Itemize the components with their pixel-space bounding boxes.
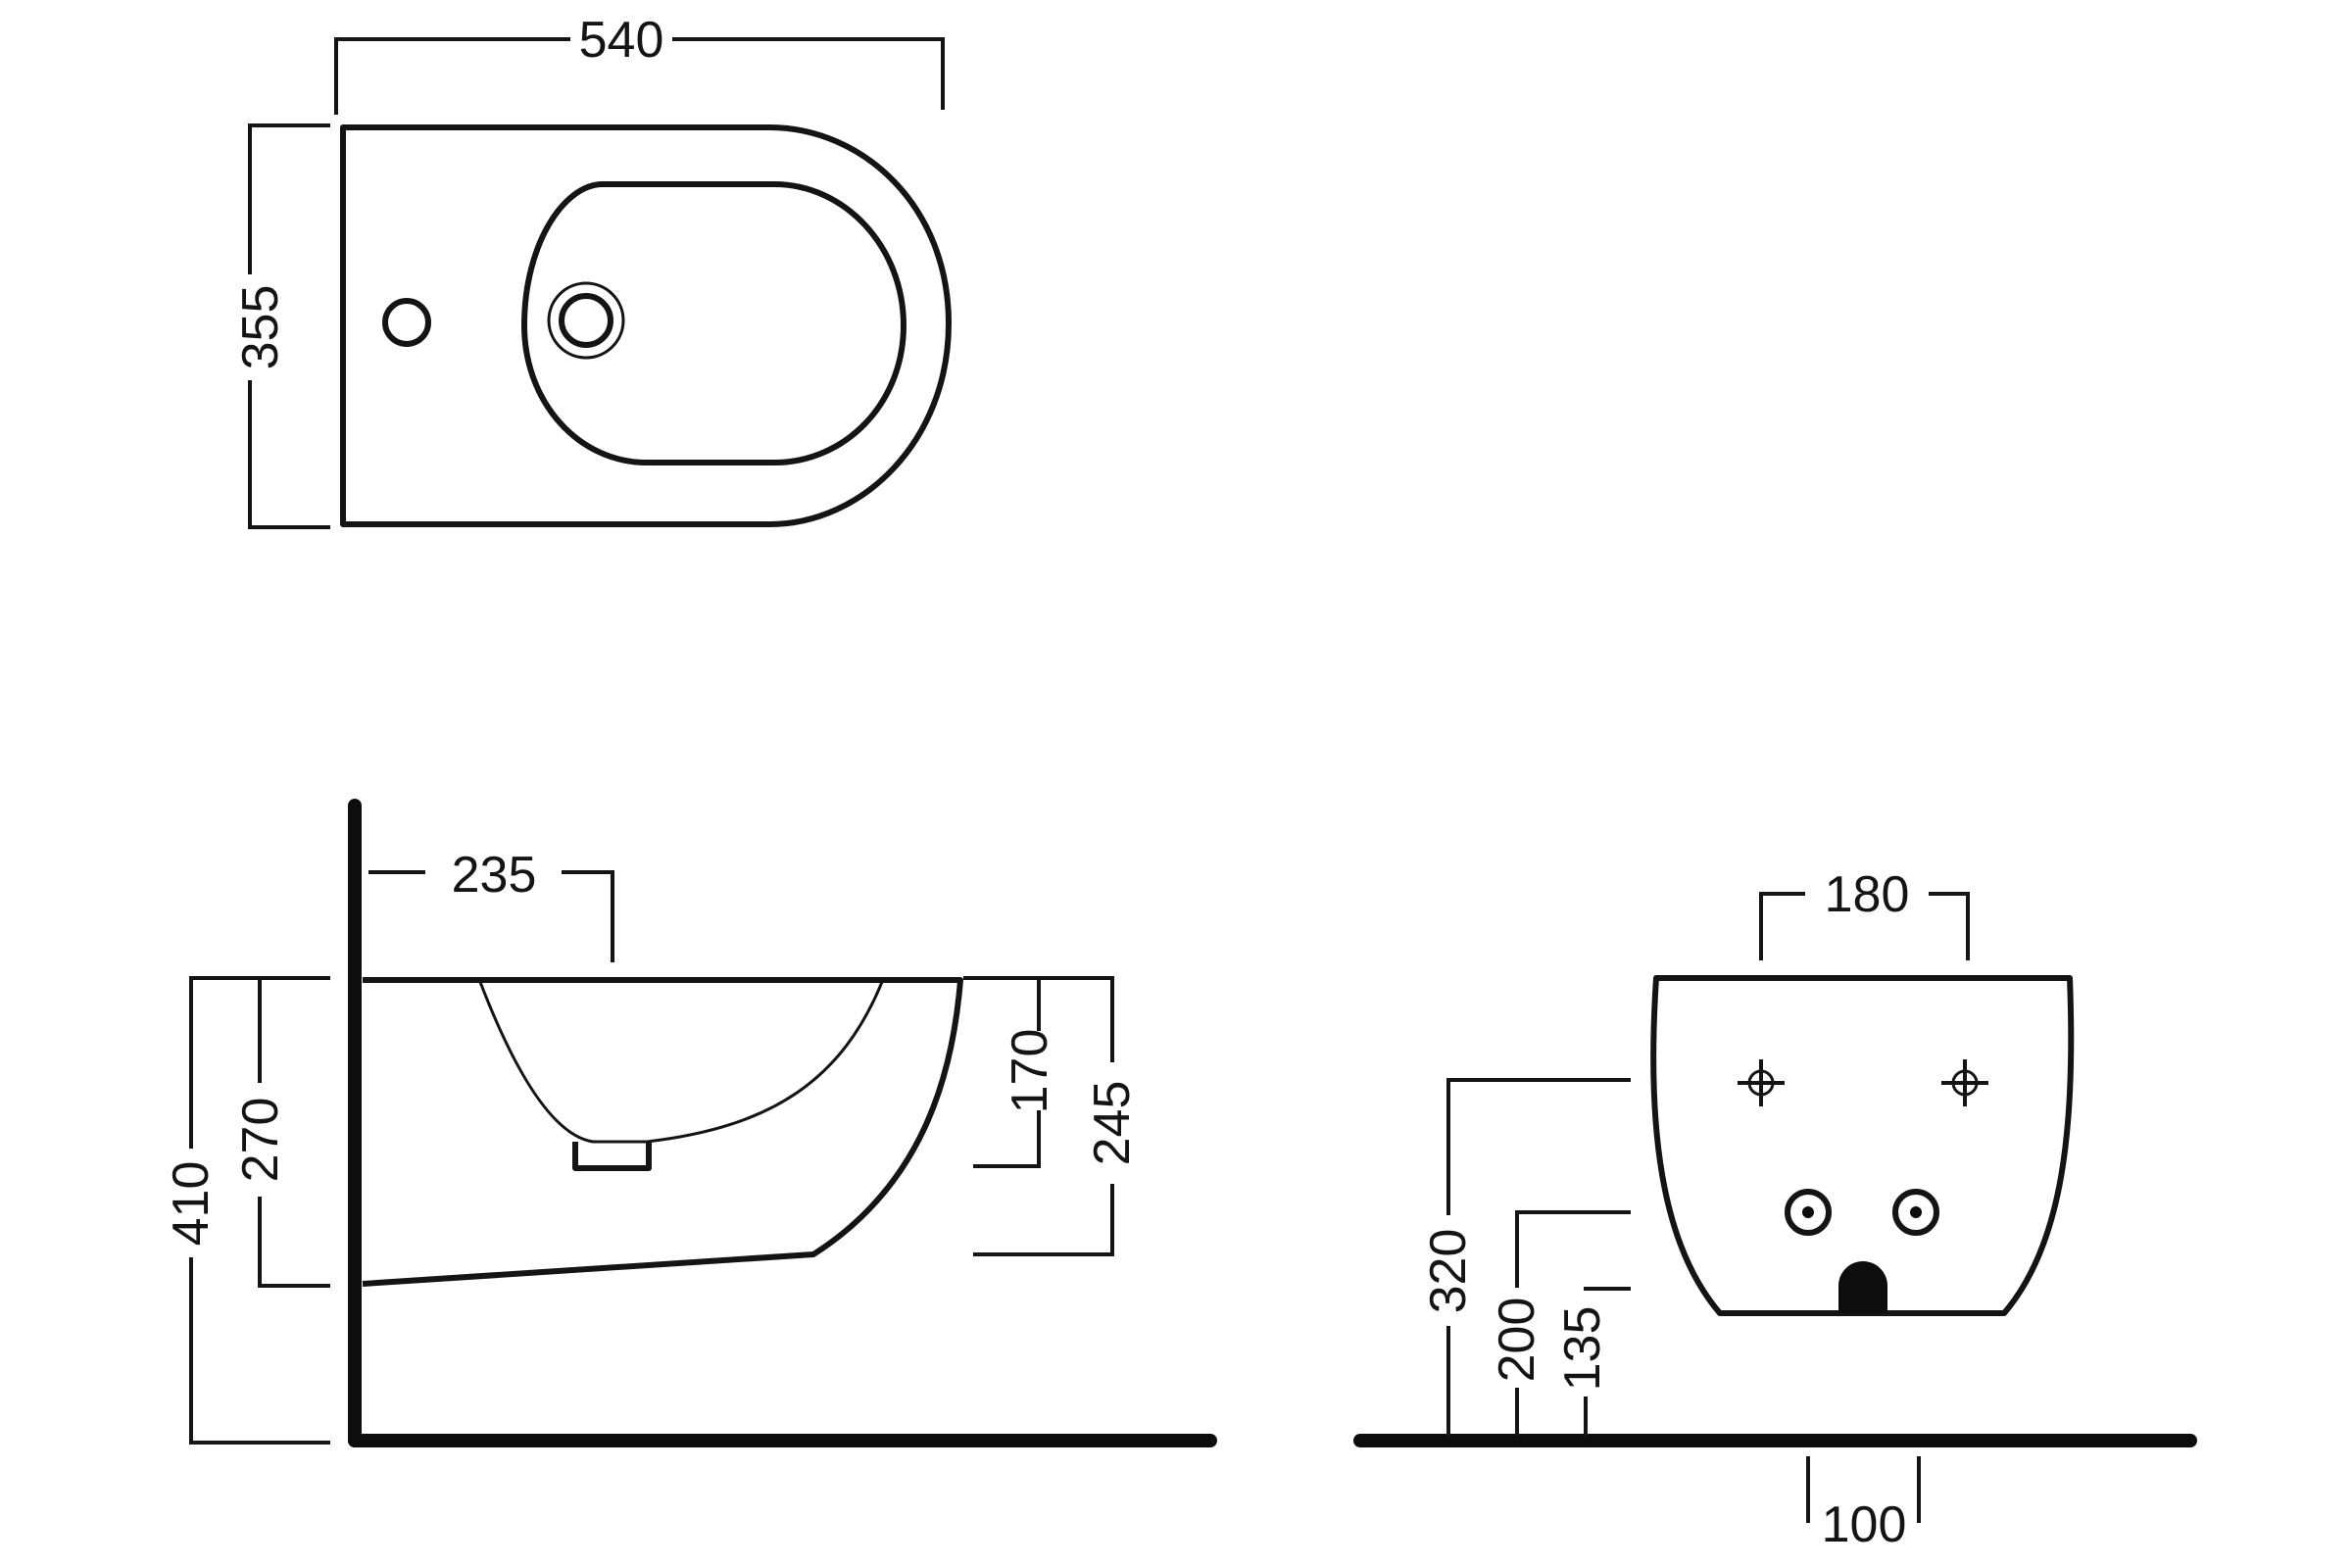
body-height-dimension-line xyxy=(258,976,330,1288)
back-height-dimension-label: 245 xyxy=(1084,1081,1141,1166)
supply-connection-right xyxy=(1892,1189,1939,1236)
depth-dimension-label: 355 xyxy=(232,285,289,370)
drain-width-dimension-line xyxy=(1806,1456,1921,1523)
side-view: 235 410 270 170 245 xyxy=(163,799,1217,1447)
back-outline xyxy=(1650,975,2075,1316)
bolt-spacing-dimension-line xyxy=(1759,892,1970,960)
inner-depth-dimension-label: 170 xyxy=(1002,1029,1058,1114)
drain-outlet xyxy=(1838,1261,1887,1313)
fixing-bolt-left xyxy=(1738,1059,1785,1106)
back-view: 180 320 200 135 xyxy=(1353,866,2197,1553)
drain-height-dimension-label: 135 xyxy=(1554,1306,1611,1392)
inlet-height-dimension-line xyxy=(1446,1078,1631,1437)
side-outlet xyxy=(572,1142,652,1171)
drain-width-dimension-label: 100 xyxy=(1822,1496,1907,1553)
total-height-dimension-label: 410 xyxy=(163,1161,220,1247)
top-view: 540 355 xyxy=(232,12,952,529)
drain-outer-ring xyxy=(547,281,625,360)
depth-dimension-line xyxy=(248,123,330,529)
width-dimension-line xyxy=(334,37,945,115)
top-outline xyxy=(340,124,952,527)
bolt-spacing-dimension-label: 180 xyxy=(1825,866,1910,923)
drain-inner-ring xyxy=(559,293,613,348)
tap-hole xyxy=(382,298,431,347)
fixing-bolt-right xyxy=(1941,1059,1988,1106)
side-depth-dimension-label: 235 xyxy=(452,847,537,904)
top-bowl xyxy=(521,181,906,466)
drain-height-dimension-line xyxy=(1584,1287,1631,1437)
back-height-dimension-line xyxy=(968,976,1114,1256)
side-depth-dimension-line xyxy=(368,870,614,962)
width-dimension-label: 540 xyxy=(579,12,664,69)
side-outline xyxy=(362,977,963,1287)
outlet-height-dimension-line xyxy=(1515,1210,1631,1437)
outlet-height-dimension-label: 200 xyxy=(1489,1298,1545,1383)
side-bowl-curve xyxy=(478,981,884,1144)
inlet-height-dimension-label: 320 xyxy=(1420,1229,1477,1314)
body-height-dimension-label: 270 xyxy=(232,1098,289,1183)
supply-connection-left xyxy=(1785,1189,1832,1236)
